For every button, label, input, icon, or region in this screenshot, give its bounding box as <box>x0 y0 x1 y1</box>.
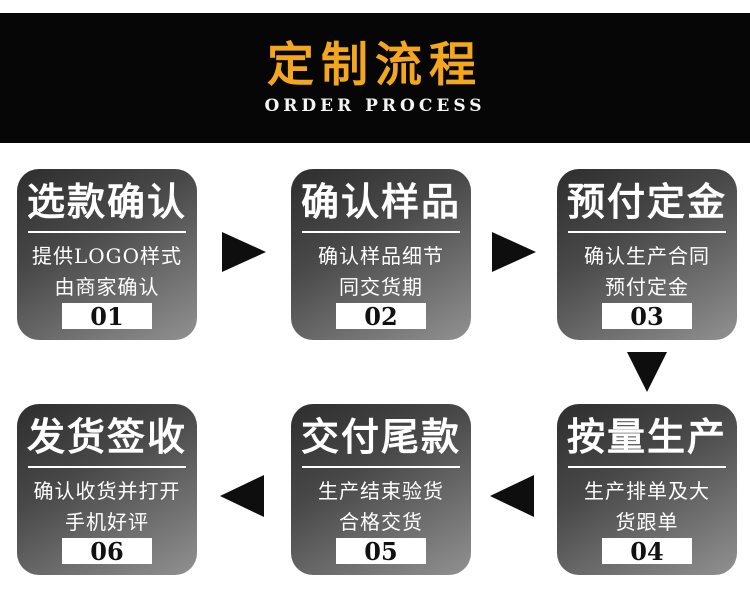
step-title: 发货签收 <box>26 414 187 459</box>
divider <box>28 231 186 233</box>
divider <box>302 466 460 468</box>
arrow-right-icon <box>222 232 266 272</box>
step-desc-line2: 手机好评 <box>65 510 149 534</box>
step-number-badge: 04 <box>602 537 692 566</box>
step-desc-line2: 预付定金 <box>605 275 689 299</box>
step-desc-line1: 生产结束验货 <box>318 479 444 503</box>
step-card-02: 确认样品 确认样品细节 同交货期 02 <box>291 169 471 340</box>
step-desc-line1: 生产排单及大 <box>584 479 710 503</box>
arrow-down-icon <box>627 352 667 392</box>
step-desc-line2: 同交货期 <box>339 275 423 299</box>
step-desc-line1: 提供LOGO样式 <box>31 244 183 268</box>
step-title: 选款确认 <box>26 179 187 224</box>
step-card-05: 交付尾款 生产结束验货 合格交货 05 <box>291 404 471 575</box>
step-description: 确认生产合同 预付定金 <box>557 241 737 303</box>
step-title: 预付定金 <box>566 179 727 224</box>
page-title: 定制流程 <box>267 38 483 93</box>
step-number-badge: 02 <box>336 302 426 331</box>
step-card-04: 按量生产 生产排单及大 货跟单 04 <box>557 404 737 575</box>
step-description: 生产结束验货 合格交货 <box>291 476 471 538</box>
step-description: 确认样品细节 同交货期 <box>291 241 471 303</box>
step-desc-line1: 确认收货并打开 <box>33 479 181 503</box>
step-desc-line1: 确认样品细节 <box>318 244 444 268</box>
divider <box>568 231 726 233</box>
arrow-left-icon <box>490 475 534 517</box>
divider <box>568 466 726 468</box>
step-description: 生产排单及大 货跟单 <box>557 476 737 538</box>
step-title: 交付尾款 <box>300 414 461 459</box>
step-title: 按量生产 <box>566 414 727 459</box>
step-title: 确认样品 <box>300 179 461 224</box>
step-desc-line2: 由商家确认 <box>54 275 160 299</box>
step-desc-line2: 合格交货 <box>339 510 423 534</box>
step-number-badge: 05 <box>336 537 426 566</box>
divider <box>28 466 186 468</box>
step-number-badge: 01 <box>62 302 152 331</box>
step-desc-line1: 确认生产合同 <box>584 244 710 268</box>
step-number-badge: 03 <box>602 302 692 331</box>
arrow-left-icon <box>220 475 264 517</box>
step-desc-line2: 货跟单 <box>615 510 679 534</box>
step-description: 确认收货并打开 手机好评 <box>17 476 197 538</box>
step-number-badge: 06 <box>62 537 152 566</box>
arrow-right-icon <box>492 232 536 272</box>
divider <box>302 231 460 233</box>
step-card-01: 选款确认 提供LOGO样式 由商家确认 01 <box>17 169 197 340</box>
page-subtitle: ORDER PROCESS <box>264 96 486 116</box>
step-description: 提供LOGO样式 由商家确认 <box>17 241 197 303</box>
step-card-06: 发货签收 确认收货并打开 手机好评 06 <box>17 404 197 575</box>
banner: 定制流程 ORDER PROCESS <box>0 13 750 143</box>
step-card-03: 预付定金 确认生产合同 预付定金 03 <box>557 169 737 340</box>
